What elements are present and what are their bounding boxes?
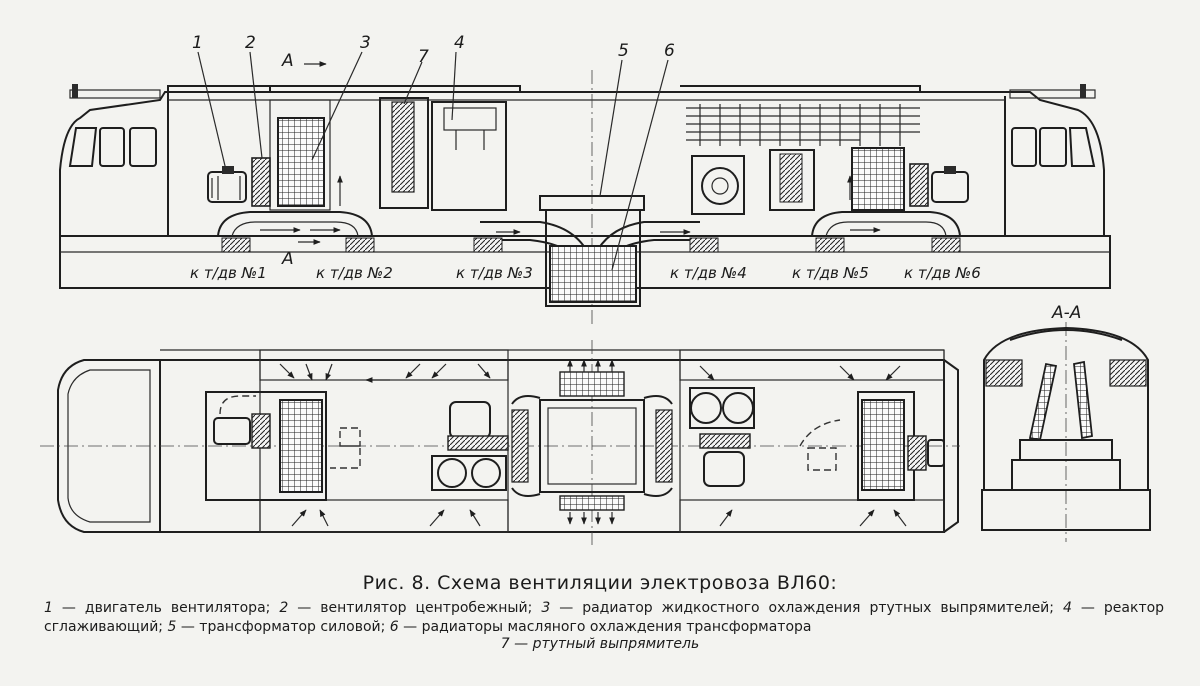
plan-radiator-left [279, 399, 323, 493]
motor-label-1: к т/дв №1 [190, 264, 267, 282]
plan-view [40, 340, 960, 545]
section-title: А-А [1051, 303, 1081, 323]
callout-5: 5 [618, 41, 629, 61]
section-mark-bottom: А [281, 249, 294, 269]
rectifier-radiator-left [277, 117, 325, 207]
rectifier-radiator-right [851, 147, 905, 211]
callout-7: 7 [418, 47, 429, 67]
callout-4: 4 [454, 33, 465, 53]
carbody-outline [59, 91, 1105, 236]
motor-bellows [221, 237, 961, 253]
legend-num-5: 5 [167, 619, 177, 635]
legend-num-1: 1 [44, 600, 53, 616]
legend-num-4: 4 [1063, 600, 1072, 616]
motor-label-5: к т/дв №5 [792, 264, 869, 282]
motor-label-4: к т/дв №4 [670, 264, 747, 282]
motor-label-6: к т/дв №6 [904, 264, 981, 282]
legend-text-6: радиаторы масляного охлаждения трансформ… [421, 619, 812, 635]
legend-num-2: 2 [279, 600, 289, 616]
callout-leaders [197, 51, 669, 271]
plan-rectifier-pair-left [431, 455, 507, 491]
section-mark-top: А [281, 51, 294, 71]
legend-text-1: двигатель вентилятора; [84, 600, 271, 616]
figure-legend: 1 — двигатель вентилятора; 2 — вентилято… [44, 600, 1165, 635]
figure-caption-title: Рис. 8. Схема вентиляции электровоза ВЛ6… [362, 572, 838, 594]
legend-text-5: трансформатор силовой; [199, 619, 386, 635]
fan-unit-right-center [691, 155, 745, 215]
airflow-arrows-side [260, 61, 881, 245]
centrifugal-fan-left [251, 157, 271, 207]
airflow-arrows-plan [279, 359, 907, 527]
legend-text-2: вентилятор центробежный; [320, 600, 533, 616]
callout-2: 2 [245, 33, 256, 53]
motor-label-2: к т/дв №2 [316, 264, 393, 282]
legend-item-7: 7 — ртутный выпрямитель [500, 636, 700, 652]
section-a-a: А-А [981, 303, 1151, 542]
fan-motor-right [931, 166, 969, 203]
roof-louvres-right [686, 104, 920, 146]
plan-rectifier-pair-right [689, 387, 755, 429]
motor-label-3: к т/дв №3 [456, 264, 533, 282]
plan-radiator-right [861, 399, 905, 491]
plan-transformer [511, 371, 673, 511]
callout-3: 3 [360, 33, 371, 53]
diagram-drawing: 1 2 3 7 4 5 6 А А к т/дв №1 к т/дв №2 к … [40, 33, 1151, 545]
fan-motor-left [207, 166, 247, 203]
legend-num-3: 3 [541, 600, 551, 616]
smoothing-reactor [431, 101, 507, 211]
legend-num-6: 6 [389, 619, 399, 635]
legend-text-4: реактор сглаживающий; [44, 600, 1165, 635]
cab-windows-right [1011, 127, 1096, 167]
transformer-side [480, 195, 700, 307]
cab-windows-left [68, 127, 157, 167]
legend-text-3: радиатор жидкостного охлаждения ртутных … [582, 600, 1055, 616]
side-view: 1 2 3 7 4 5 6 А А к т/дв №1 к т/дв №2 к … [59, 33, 1111, 325]
callout-1: 1 [192, 33, 203, 53]
mercury-rectifier [379, 97, 429, 209]
plan-cab-left [57, 359, 161, 533]
callout-6: 6 [664, 41, 675, 61]
